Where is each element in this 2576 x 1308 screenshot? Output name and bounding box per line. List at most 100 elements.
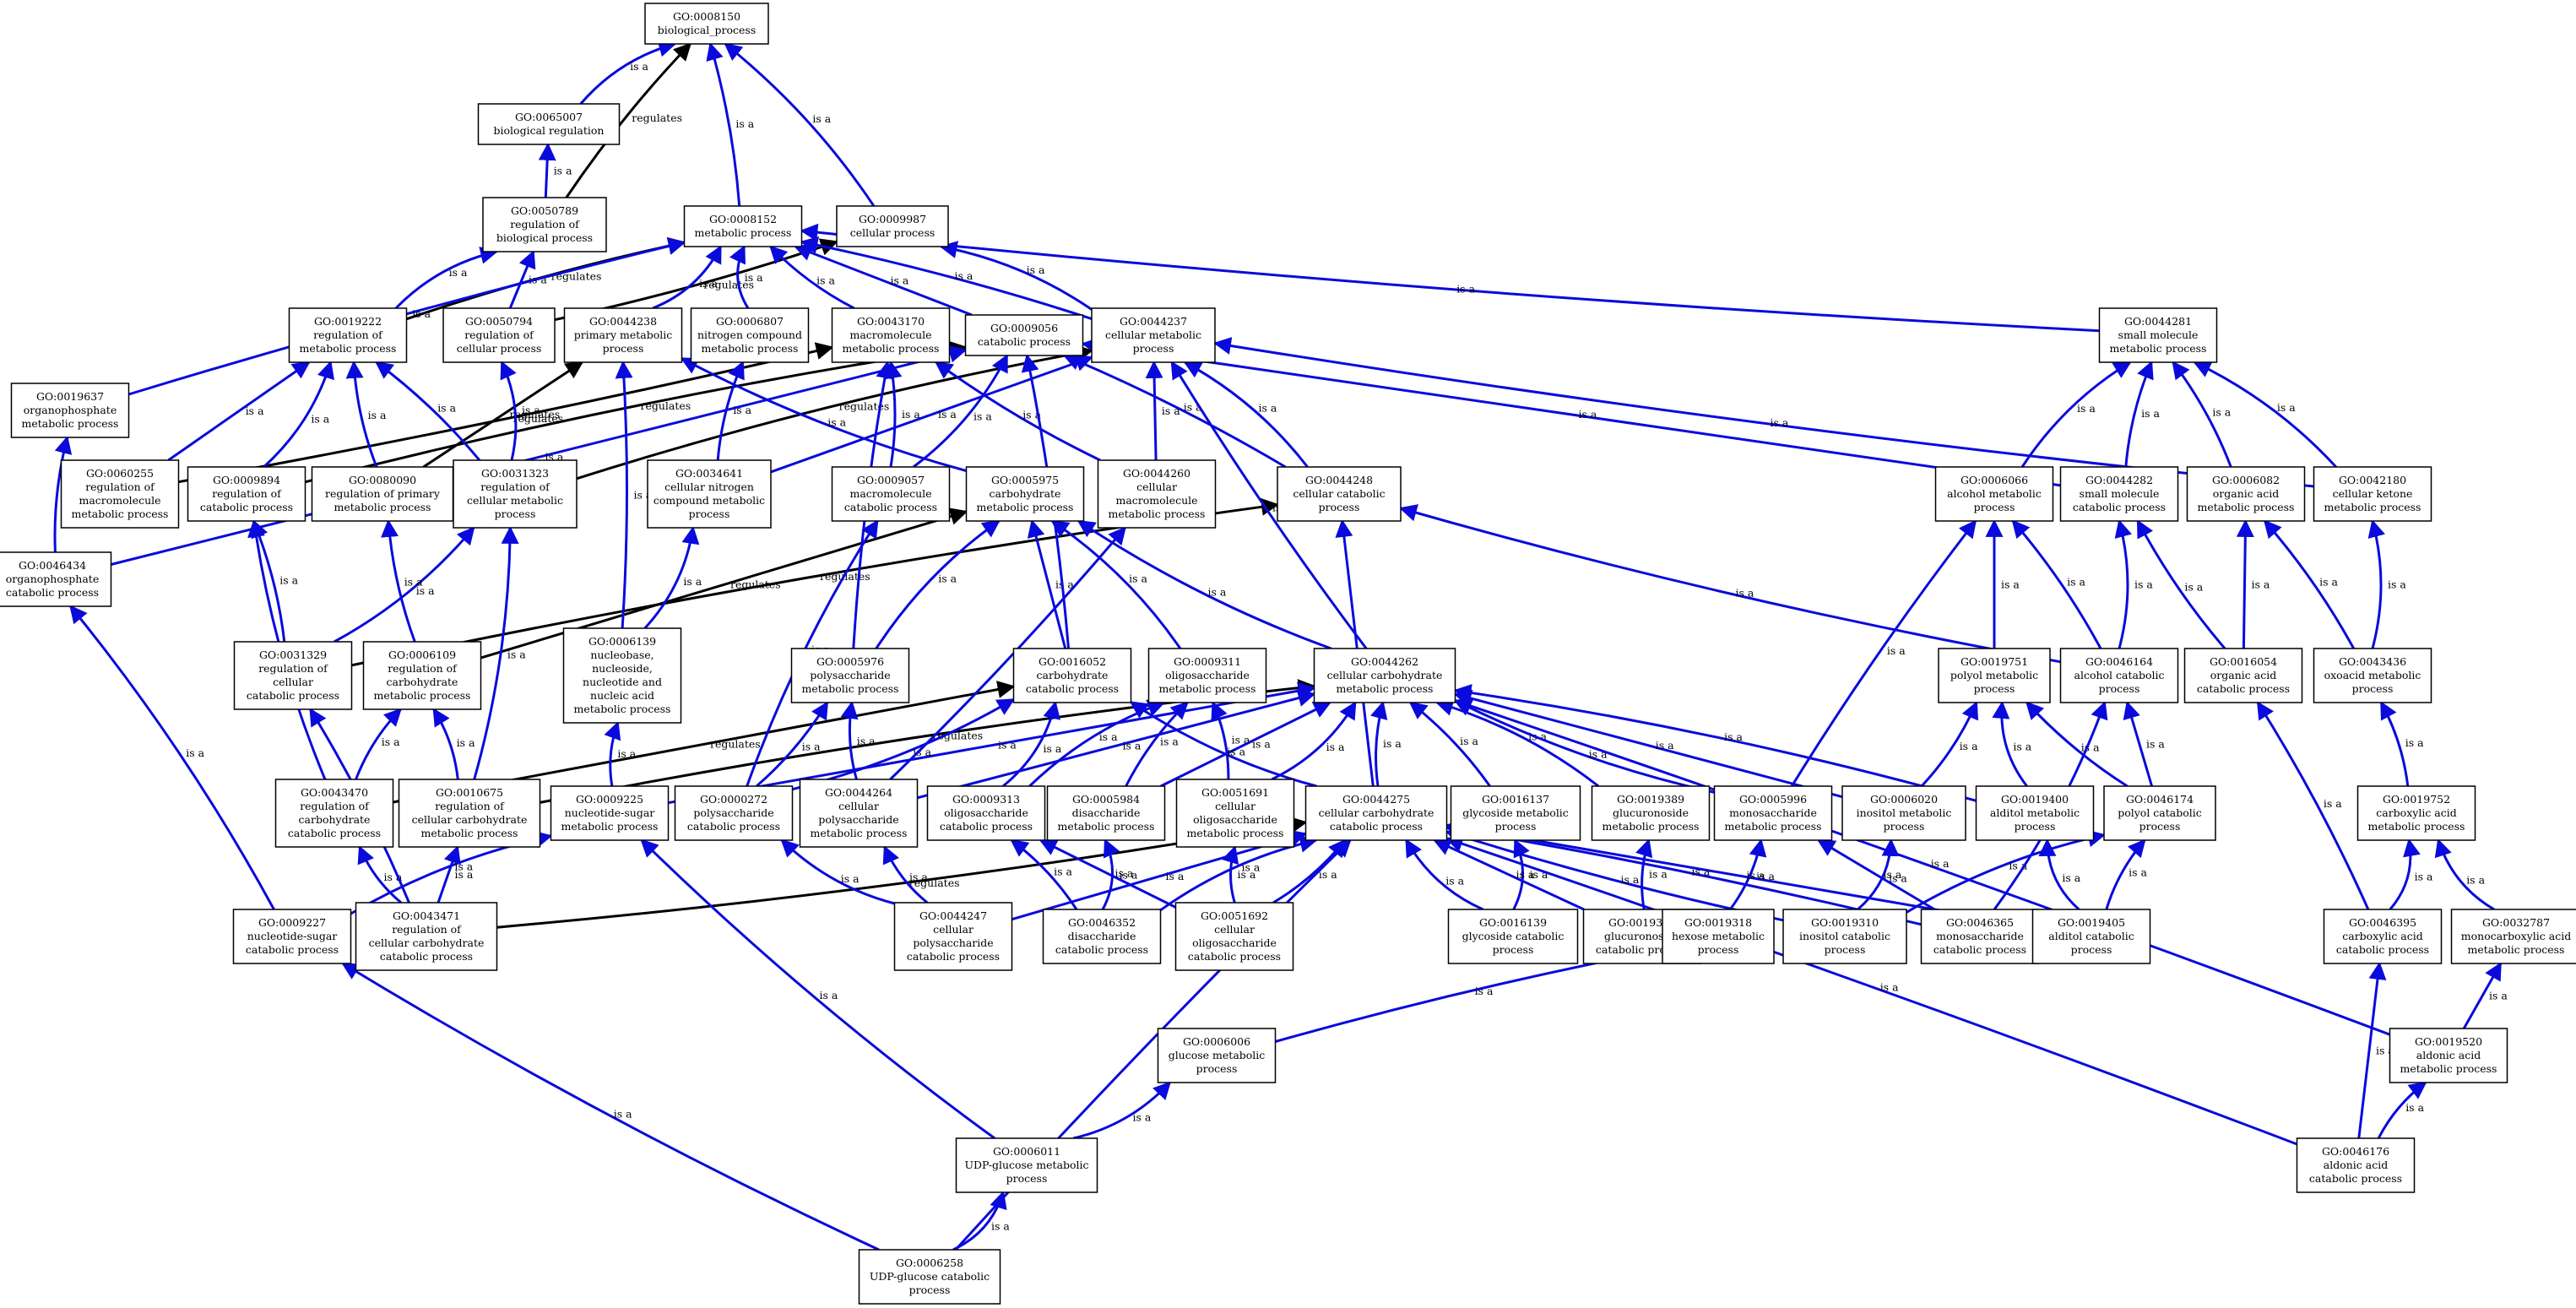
is-a-edge-go-0060255-to-go-0019222 (167, 361, 311, 462)
edge-label: is a (1889, 871, 1907, 884)
node-go-id: GO:0019400 (2001, 793, 2069, 806)
node-box (1447, 909, 1579, 964)
go-term-node-go-0051691[interactable]: GO:0051691cellularoligosaccharidemetabol… (1175, 779, 1295, 848)
edge-label: is a (2184, 580, 2203, 593)
is-a-edge-go-0016054-to-go-0006082 (2236, 518, 2254, 649)
node-go-id: GO:0080090 (349, 474, 416, 486)
node-term-name: metabolic process (2198, 501, 2295, 513)
node-term-name: alcohol catabolic (2074, 669, 2165, 681)
is-a-edge-go-0005984-to-go-0009311 (1125, 701, 1189, 787)
edge-label: is a (2129, 866, 2147, 879)
go-term-node-go-0044264[interactable]: GO:0044264cellularpolysaccharidemetaboli… (799, 779, 919, 848)
go-term-node-go-0006139[interactable]: GO:0006139nucleobase,nucleoside,nucleoti… (562, 627, 682, 724)
node-term-name: catabolic process (2197, 682, 2290, 695)
node-term-name: catabolic process (247, 689, 339, 702)
node-go-id: GO:0016139 (1479, 916, 1547, 929)
go-term-node-go-0051692[interactable]: GO:0051692cellularoligosaccharidecatabol… (1174, 902, 1294, 971)
is-a-edge-go-0044248-to-go-0044237 (1183, 361, 1309, 468)
go-term-node-go-0044247[interactable]: GO:0044247cellularpolysaccharidecataboli… (893, 902, 1013, 971)
node-go-id: GO:0046395 (2349, 916, 2416, 929)
go-term-node-go-0044260[interactable]: GO:0044260cellularmacromoleculemetabolic… (1097, 459, 1217, 529)
is-a-edge-go-0046352-to-go-0009313 (1010, 839, 1078, 910)
edge-label: regulates (710, 738, 761, 751)
nodes-layer: GO:0008150biological_processGO:0065007bi… (0, 3, 2576, 1305)
edge-label: is a (938, 573, 957, 585)
node-term-name: regulation of primary (325, 487, 441, 500)
is-a-edge-go-0009227-to-go-0046434 (69, 605, 275, 910)
is-a-edge-go-0019400-to-go-0019751 (1992, 700, 2028, 787)
node-go-id: GO:0009227 (258, 916, 326, 929)
is-a-edge-go-0009227-to-go-0009225 (350, 830, 553, 915)
edge-label: is a (902, 408, 920, 421)
edge-label: is a (554, 165, 572, 177)
node-term-name: polysaccharide (693, 806, 773, 819)
